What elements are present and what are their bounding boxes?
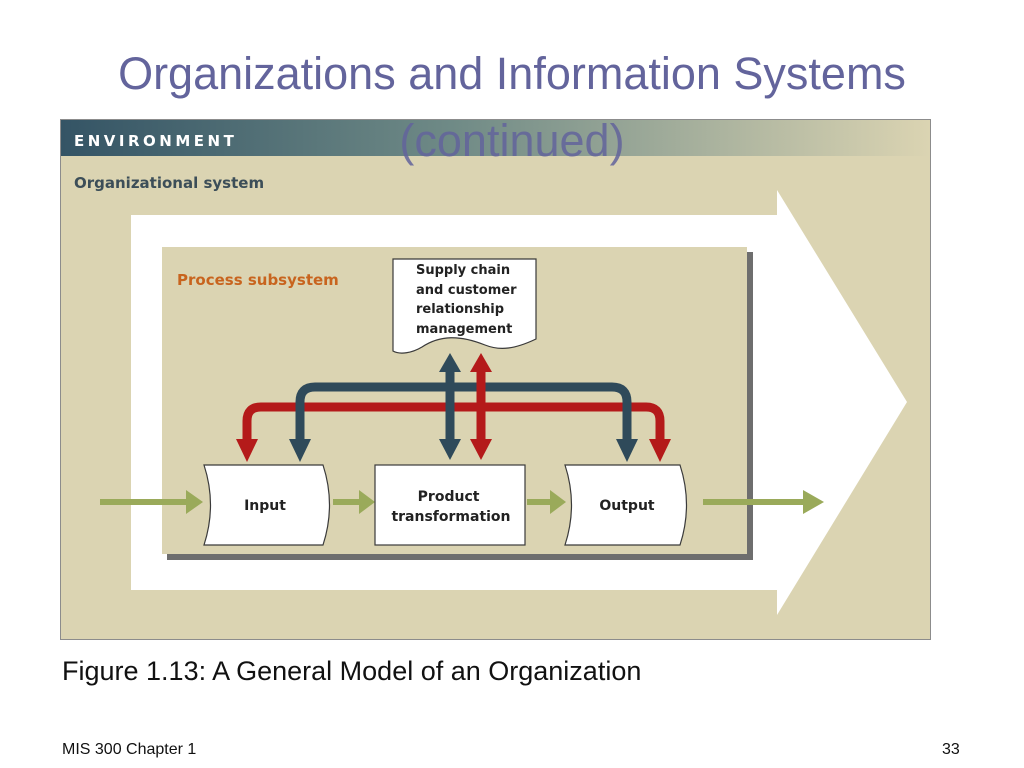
dark-arrowhead-output (616, 439, 638, 462)
red-arrowhead-down (470, 439, 492, 460)
organization-model-diagram: ENVIRONMENT Organizational system Proces… (60, 119, 931, 640)
flow-arrow-transformation-to-output (527, 490, 566, 514)
dark-arrowhead-up (439, 353, 461, 372)
slide-title-continued: (continued) (399, 115, 625, 166)
dark-feedback-loop (295, 382, 632, 449)
scm-crm-label: Supply chain and customer relationship m… (416, 263, 521, 337)
red-arrowhead-up (470, 353, 492, 372)
figure-caption: Figure 1.13: A General Model of an Organ… (62, 656, 642, 686)
product-transformation-label: Product transformation (391, 489, 510, 525)
output-label: Output (599, 498, 655, 514)
environment-label: ENVIRONMENT (74, 132, 237, 150)
red-arrowhead-input (236, 439, 258, 462)
process-subsystem-label: Process subsystem (177, 271, 339, 289)
input-label: Input (244, 498, 286, 514)
footer-course-label: MIS 300 Chapter 1 (62, 741, 197, 758)
input-box (203, 464, 331, 546)
dark-arrowhead-down (439, 439, 461, 460)
environment-header-band (61, 120, 930, 156)
red-arrowhead-output (649, 439, 671, 462)
dark-arrowhead-input (289, 439, 311, 462)
flow-arrow-input-to-transformation (333, 490, 375, 514)
flow-arrow-out-of-output (703, 490, 824, 514)
flow-arrow-into-input (100, 490, 203, 514)
output-box (564, 464, 688, 546)
organizational-system-label: Organizational system (74, 174, 264, 192)
scm-crm-document (392, 258, 537, 354)
page-number: 33 (942, 741, 960, 758)
slide-title: Organizations and Information Systems (118, 48, 906, 99)
product-transformation-box (374, 464, 526, 546)
